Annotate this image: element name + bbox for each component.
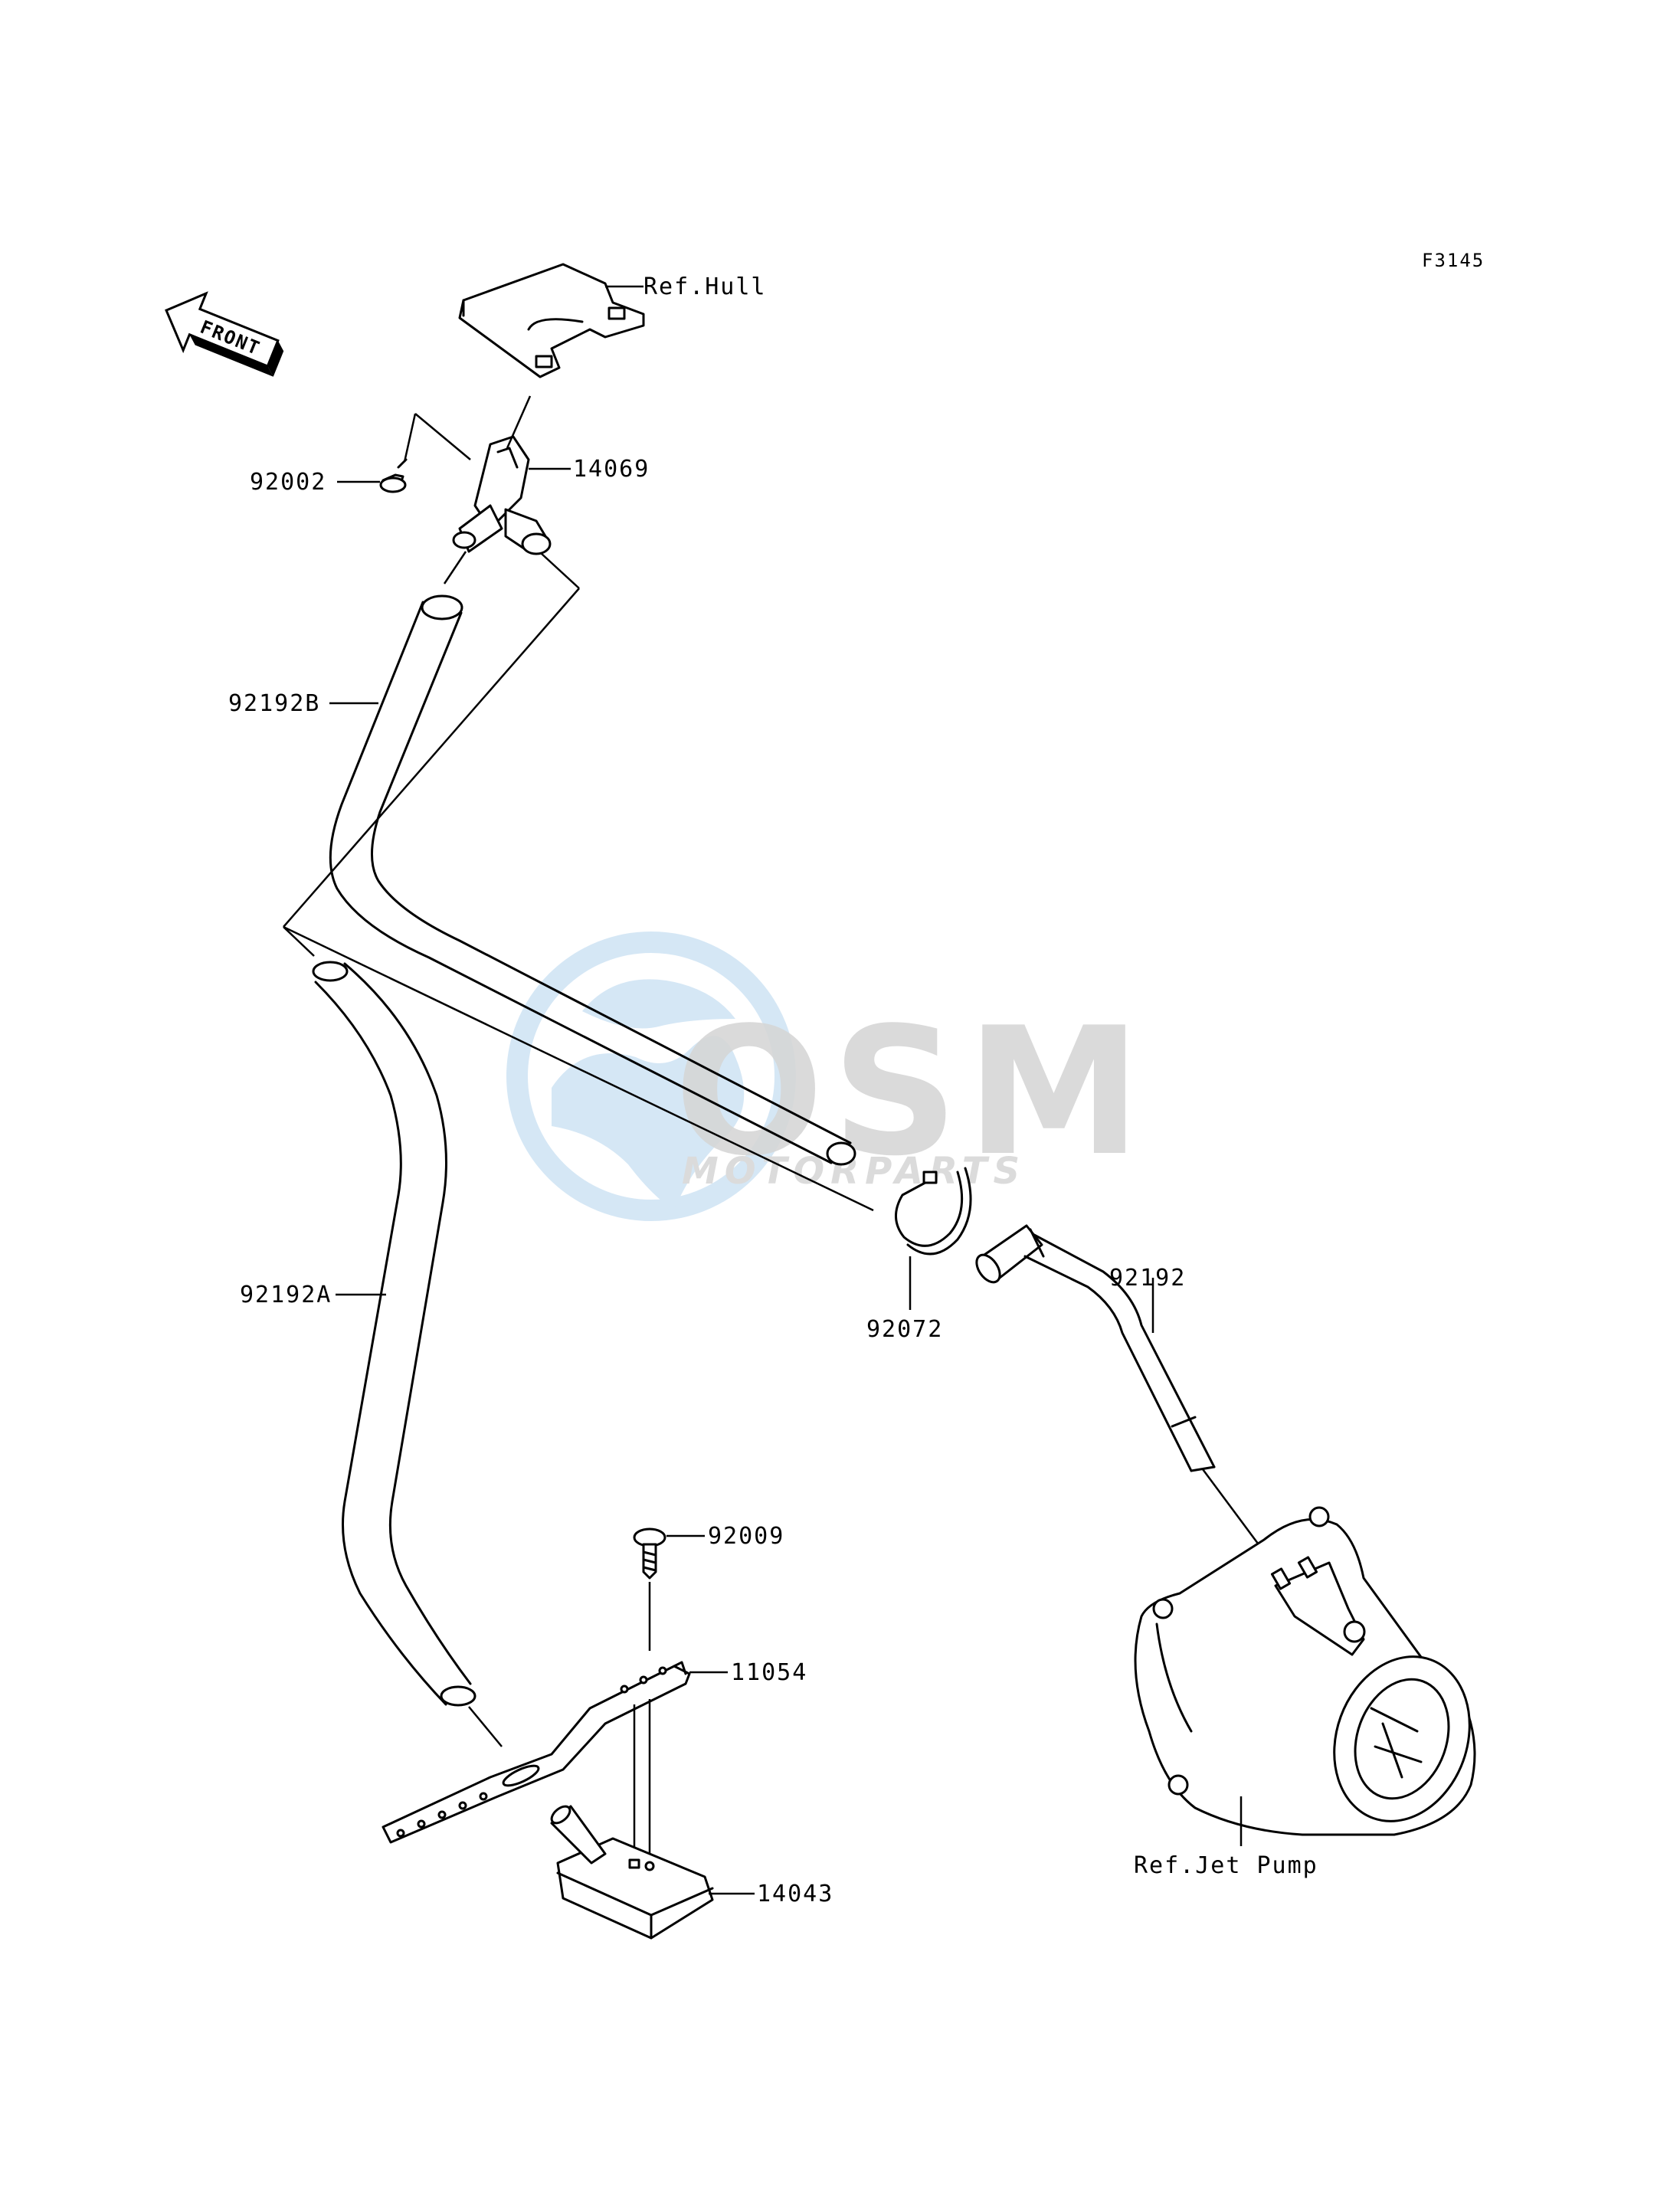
label-92009: 92009: [708, 1523, 784, 1550]
fitting-14069-part: [452, 435, 552, 555]
label-92192B: 92192B: [228, 690, 320, 717]
strainer-14043-part: [550, 1805, 714, 1940]
label-92002: 92002: [250, 469, 326, 496]
label-ref-jet-pump: Ref.Jet Pump: [1134, 1852, 1318, 1879]
label-92072: 92072: [866, 1316, 943, 1343]
jet-pump-part: [1134, 1506, 1476, 1836]
label-92192A: 92192A: [240, 1282, 332, 1308]
label-14043: 14043: [757, 1881, 833, 1907]
bracket-11054-part: [382, 1661, 691, 1844]
label-ref-hull: Ref.Hull: [644, 273, 767, 300]
label-11054: 11054: [731, 1659, 807, 1686]
watermark: OSM MOTORPARTS: [506, 932, 1141, 1221]
bolt-92009-part: [633, 1527, 666, 1580]
figure-code: F3145: [1422, 250, 1485, 271]
bolt-92002-part: [379, 458, 408, 493]
clamp-92072-part: [895, 1167, 972, 1256]
hull-bracket-part: [458, 263, 645, 378]
label-92192: 92192: [1109, 1265, 1186, 1292]
front-arrow-icon: FRONT: [165, 291, 284, 377]
hose-92192B-part: [329, 594, 856, 1166]
hose-92192-part: [975, 1224, 1216, 1472]
label-14069: 14069: [573, 456, 650, 483]
hose-92192A-part: [312, 961, 476, 1707]
